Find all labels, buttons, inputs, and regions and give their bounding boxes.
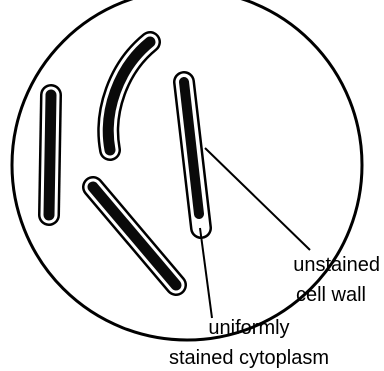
cell-wall-label-line1: unstained: [293, 254, 380, 276]
cytoplasm-label-line1: uniformly: [208, 317, 289, 339]
bacterium-rod-left: [49, 95, 51, 215]
cytoplasm-label-line2: stained cytoplasm: [169, 347, 329, 369]
cell-wall-label-line2: cell wall: [296, 284, 366, 306]
stained-cytoplasm: [49, 95, 51, 215]
